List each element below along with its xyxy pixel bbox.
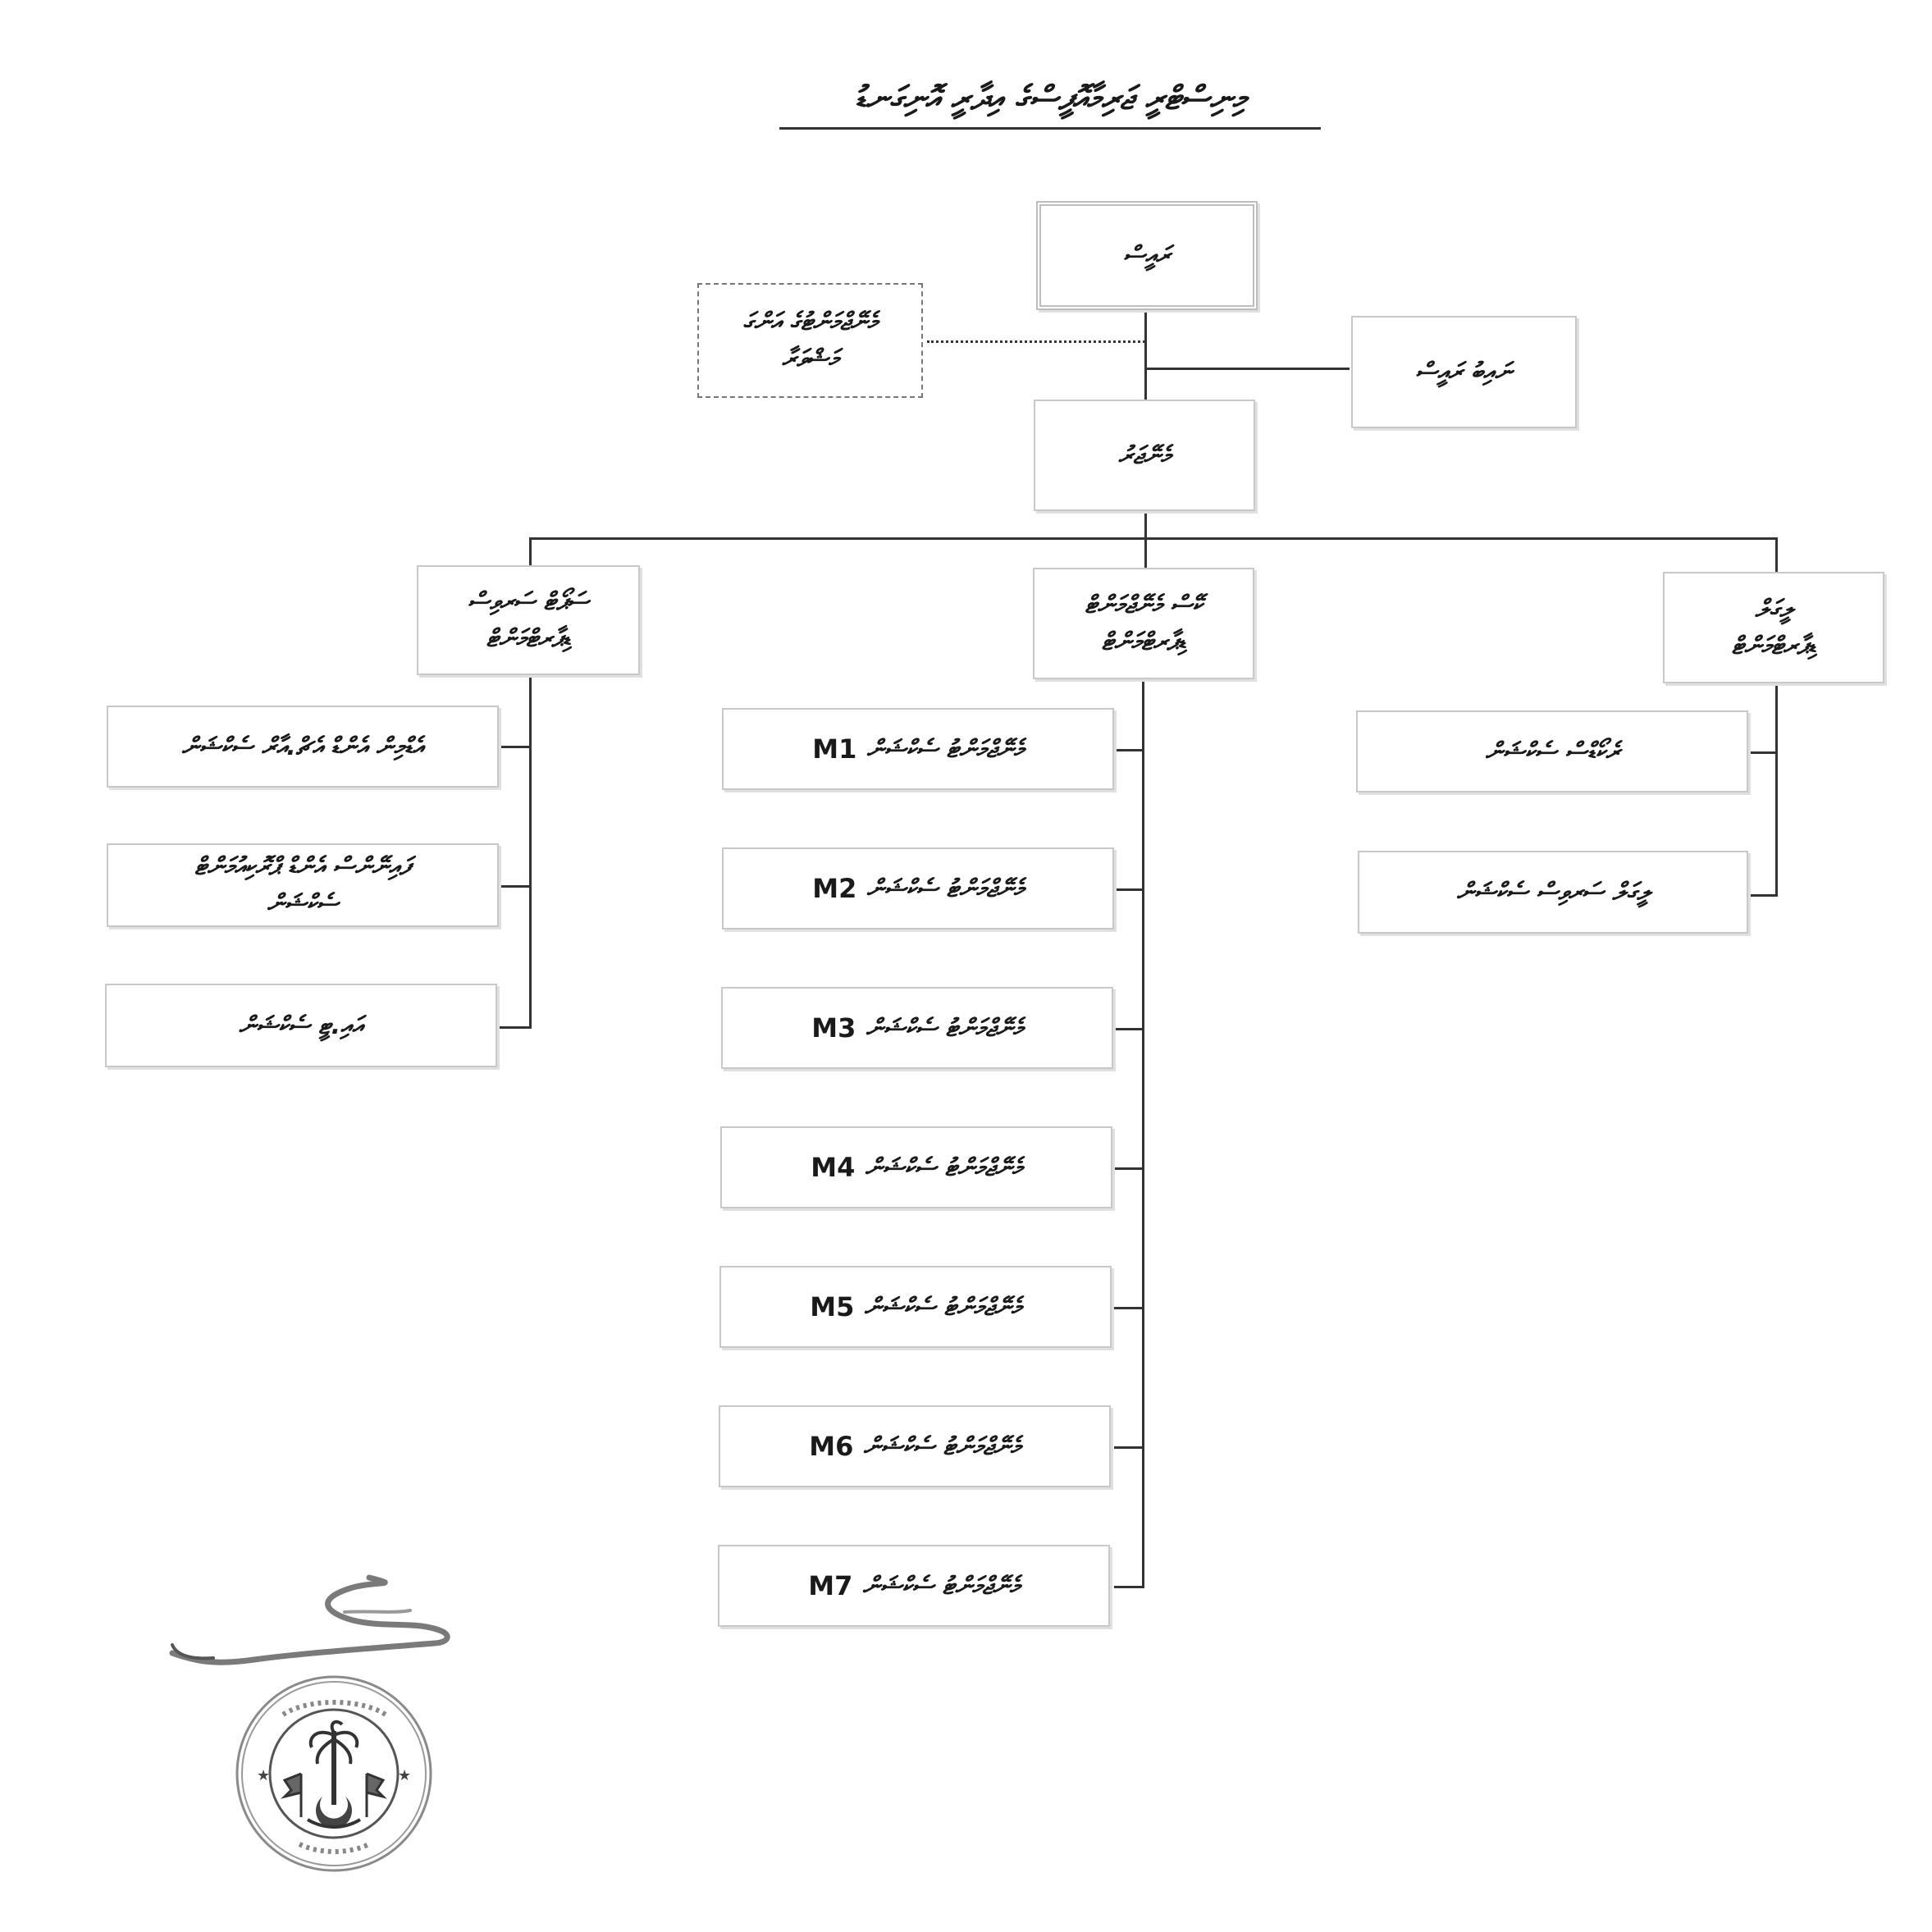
division-label-line1: ލީގަލް bbox=[1755, 595, 1793, 623]
it-section-box: އައި.ޓީ ސެކްޝަން bbox=[105, 984, 497, 1067]
case-management-department-box: ކޭސް މެނޭޖްމަންޓް ޑިޕާރޓްމަންޓް bbox=[1033, 568, 1254, 679]
unit-code: M6 bbox=[809, 1431, 854, 1462]
unit-label-line2: ސެކްޝަން bbox=[267, 889, 339, 918]
advisory-label-line2: މަޝްވަރާ bbox=[781, 345, 839, 373]
unit-code: M4 bbox=[811, 1152, 856, 1183]
division-label-line2: ޑިޕާރޓްމަންޓް bbox=[486, 624, 571, 653]
connector bbox=[1114, 1307, 1144, 1309]
unit-label-line1: ފައިނޭންސް އެންޑް ޕްރޮކިއުމަންޓް bbox=[194, 852, 411, 881]
unit-label: މެނޭޖްމަންޓު ސެކްޝަން bbox=[865, 1153, 1022, 1182]
connector bbox=[1775, 683, 1778, 897]
finance-procurement-section-box: ފައިނޭންސް އެންޑް ޕްރޮކިއުމަންޓް ސެކްޝަނ… bbox=[107, 843, 499, 927]
director-label: މެނޭޖަރު bbox=[1118, 441, 1171, 470]
head-box: ރައީސް bbox=[1036, 201, 1258, 310]
connector bbox=[1144, 368, 1350, 370]
connector bbox=[1748, 894, 1778, 897]
management-section-m5-box: މެނޭޖްމަންޓު ސެކްޝަން M5 bbox=[719, 1266, 1112, 1348]
svg-text:★: ★ bbox=[257, 1767, 270, 1784]
management-section-m7-box: މެނޭޖްމަންޓު ސެކްޝަން M7 bbox=[718, 1545, 1110, 1627]
legal-department-box: ލީގަލް ޑިޕާރޓްމަންޓް bbox=[1663, 572, 1884, 683]
vice-head-box: ނައިބު ރައީސް bbox=[1351, 316, 1577, 428]
unit-label: މެނޭޖްމަންޓު ސެކްޝަން bbox=[863, 1432, 1021, 1461]
connector bbox=[1114, 1167, 1144, 1170]
unit-label: އެޑްމިން އެންޑް އެޗް.އާރް ސެކްޝަން bbox=[181, 732, 424, 761]
management-section-m3-box: މެނޭޖްމަންޓު ސެކްޝަން M3 bbox=[721, 987, 1113, 1069]
division-label-line1: ސަޕޯޓް ސަރވިސް bbox=[468, 587, 589, 616]
page-title: މިނިސްޓްރީ ޖަރިމާއޮފީސްގެ އިދާރީ އޮނިގަނ… bbox=[779, 70, 1321, 130]
connector bbox=[1114, 749, 1144, 751]
vice-head-label: ނައިބު ރައީސް bbox=[1415, 358, 1513, 386]
official-seal-emblem: ★ ★ bbox=[235, 1675, 432, 1872]
unit-label: މެނޭޖްމަންޓު ސެކްޝަން bbox=[864, 1292, 1021, 1322]
unit-label: ރެކޯޑްސް ސެކްޝަން bbox=[1485, 737, 1619, 766]
connector bbox=[499, 885, 532, 888]
records-section-box: ރެކޯޑްސް ސެކްޝަން bbox=[1356, 710, 1748, 792]
unit-code: M2 bbox=[812, 873, 857, 904]
connector bbox=[1775, 537, 1778, 572]
management-section-m6-box: މެނޭޖްމަންޓު ސެކްޝަން M6 bbox=[719, 1405, 1111, 1487]
unit-code: M1 bbox=[812, 733, 857, 765]
division-label-line2: ޑިޕާރޓްމަންޓް bbox=[1731, 632, 1816, 660]
connector bbox=[1144, 310, 1147, 400]
management-section-m4-box: މެނޭޖްމަންޓު ސެކްޝަން M4 bbox=[720, 1126, 1112, 1208]
admin-hr-section-box: އެޑްމިން އެންޑް އެޗް.އާރް ސެކްޝަން bbox=[107, 706, 499, 788]
head-label: ރައީސް bbox=[1123, 241, 1171, 270]
legal-services-section-box: ލީގަލް ސަރވިސް ސެކްޝަން bbox=[1358, 851, 1748, 934]
unit-code: M7 bbox=[808, 1570, 853, 1601]
unit-label: ލީގަލް ސަރވިސް ސެކްޝަން bbox=[1456, 878, 1650, 907]
connector bbox=[1114, 1446, 1144, 1449]
advisory-box: މެނޭޖްމަންޓުގެ އަންގަ މަޝްވަރާ bbox=[697, 283, 923, 398]
management-section-m1-box: މެނޭޖްމަންޓު ސެކްޝަން M1 bbox=[722, 708, 1114, 790]
unit-label: މެނޭޖްމަންޓު ސެކްޝަން bbox=[866, 734, 1024, 764]
connector bbox=[927, 340, 1145, 343]
management-section-m2-box: މެނޭޖްމަންޓު ސެކްޝަން M2 bbox=[722, 847, 1114, 929]
unit-label: މެނޭޖްމަންޓު ސެކްޝަން bbox=[866, 874, 1024, 903]
connector bbox=[1114, 1586, 1144, 1588]
connector bbox=[1114, 1028, 1144, 1030]
advisory-label-line1: މެނޭޖްމަންޓުގެ އަންގަ bbox=[742, 308, 878, 336]
connector bbox=[1114, 888, 1144, 891]
connector bbox=[529, 537, 532, 572]
unit-code: M3 bbox=[811, 1012, 856, 1044]
connector bbox=[529, 675, 532, 1029]
connector bbox=[1748, 751, 1778, 754]
division-label-line2: ޑިޕާރޓްމަންޓް bbox=[1101, 628, 1186, 656]
unit-label: މެނޭޖްމަންޓު ސެކްޝަން bbox=[866, 1013, 1023, 1043]
unit-label: އައި.ޓީ ސެކްޝަން bbox=[238, 1011, 364, 1040]
division-label-line1: ކޭސް މެނޭޖްމަންޓް bbox=[1085, 591, 1203, 619]
connector bbox=[529, 537, 1778, 540]
support-services-department-box: ސަޕޯޓް ސަރވިސް ޑިޕާރޓްމަންޓް bbox=[417, 565, 640, 675]
connector bbox=[1144, 511, 1147, 573]
unit-code: M5 bbox=[810, 1291, 855, 1322]
connector bbox=[499, 746, 532, 748]
unit-label: މެނޭޖްމަންޓު ސެކްޝަން bbox=[862, 1571, 1020, 1601]
svg-text:★: ★ bbox=[398, 1767, 411, 1784]
connector bbox=[1142, 679, 1144, 1588]
signature bbox=[169, 1574, 450, 1665]
director-box: މެނޭޖަރު bbox=[1034, 400, 1255, 511]
connector bbox=[499, 1026, 532, 1029]
